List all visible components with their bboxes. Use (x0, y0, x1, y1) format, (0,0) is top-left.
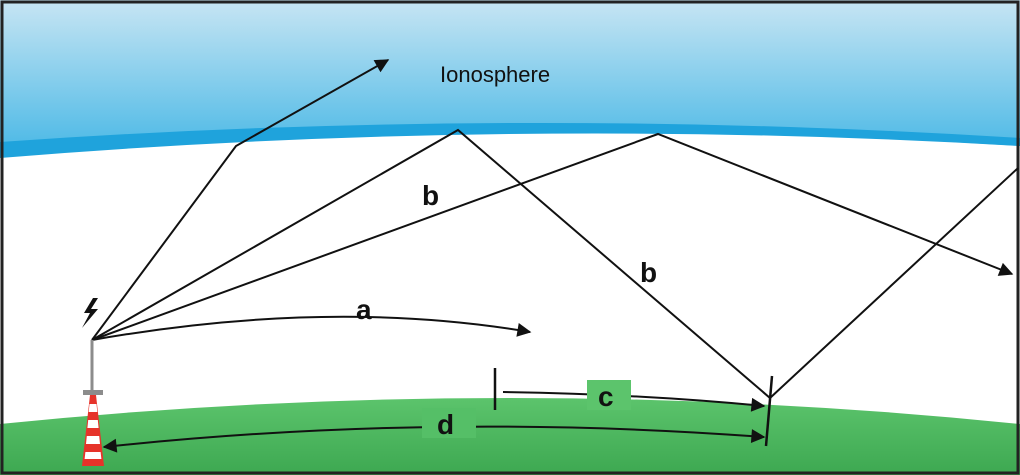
label-d: d (437, 409, 454, 440)
sky-wave-ray-b-first (91, 128, 1019, 400)
escaping-ray (91, 59, 390, 341)
skip-distance-arrow-c (502, 391, 766, 412)
ionosphere-label: Ionosphere (440, 62, 550, 87)
tower-body (82, 395, 104, 466)
tower-stripe-1 (88, 404, 98, 412)
label-b-upper: b (422, 180, 439, 211)
label-d-bg (422, 408, 476, 438)
ionosphere-band (0, 122, 1020, 158)
label-b-lower: b (640, 257, 657, 288)
label-c-bg (587, 380, 631, 410)
radio-tower-icon (82, 340, 104, 466)
label-a: a (356, 294, 372, 325)
label-c: c (598, 381, 614, 412)
lightning-bolt-icon (82, 298, 98, 328)
sky-wave-ray-b-second (91, 132, 1014, 341)
skip-end-tick (764, 375, 774, 447)
tower-stripe-2 (87, 420, 99, 428)
ionosphere-layer (0, 0, 1020, 150)
ground-wave-a (91, 315, 532, 341)
antenna-crossbar (83, 390, 103, 395)
tower-stripe-3 (86, 436, 100, 444)
tower-stripe-4 (84, 452, 102, 459)
